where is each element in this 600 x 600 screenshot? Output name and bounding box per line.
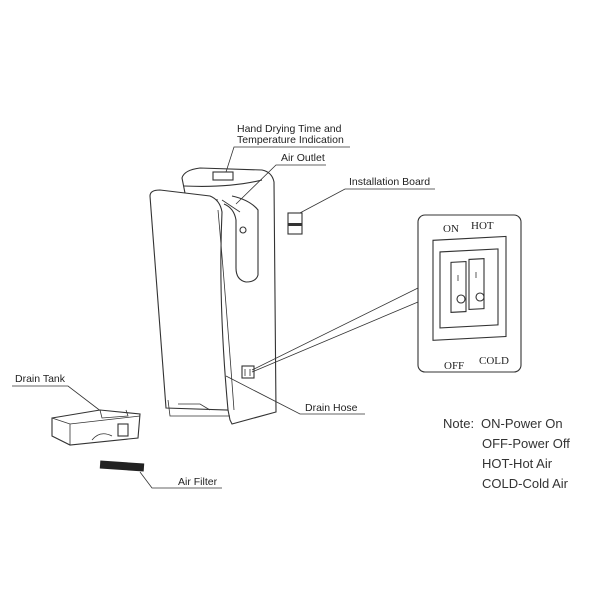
switch-label-on: ON	[443, 223, 459, 235]
installation-board-icon	[287, 212, 303, 235]
label-display-line2: Temperature Indication	[237, 134, 344, 146]
sensor-icon	[239, 226, 247, 234]
display-window	[212, 171, 234, 181]
label-drain-hose: Drain Hose	[305, 402, 358, 414]
switch-panel-detail: ON HOT OFF COLD	[417, 214, 522, 373]
dryer-body	[149, 167, 277, 425]
drain-tank	[51, 409, 141, 446]
label-display-line1: Hand Drying Time and	[237, 123, 342, 135]
label-air-filter: Air Filter	[178, 476, 218, 488]
switch-label-off: OFF	[444, 360, 464, 372]
label-installation-board: Installation Board	[349, 176, 430, 188]
note-line-off: OFF-Power Off	[482, 436, 570, 451]
power-rocker-switch	[450, 260, 467, 313]
note-line-on: ON-Power On	[481, 416, 563, 431]
label-drain-tank: Drain Tank	[15, 373, 66, 385]
switch-label-hot: HOT	[471, 220, 494, 232]
note-line-hot: HOT-Hot Air	[482, 456, 553, 471]
label-air-outlet: Air Outlet	[281, 152, 325, 164]
note-line-cold: COLD-Cold Air	[482, 476, 569, 491]
air-filter	[99, 460, 145, 472]
note-prefix: Note:	[443, 416, 474, 431]
switch-label-cold: COLD	[479, 355, 509, 367]
heat-rocker-switch	[468, 258, 485, 310]
